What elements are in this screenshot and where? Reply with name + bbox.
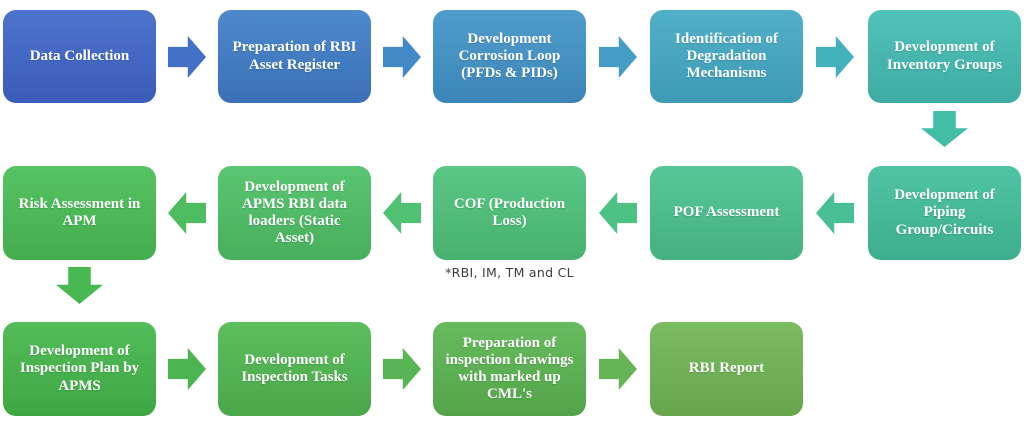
arrow-right-icon [383, 36, 421, 78]
node-pof-assessment: POF Assessment [650, 166, 803, 260]
node-label: Preparation of inspection drawings with … [445, 334, 574, 403]
node-corrosion-loop: Development Corrosion Loop (PFDs & PIDs) [433, 10, 586, 103]
arrow-right-icon [168, 348, 206, 390]
arrow-left-icon [599, 192, 637, 234]
node-label: Identification of Degradation Mechanisms [675, 30, 778, 82]
node-label: Development of APMS RBI data loaders (St… [241, 178, 347, 247]
arrow-right-icon [599, 348, 637, 390]
node-inspection-tasks: Development of Inspection Tasks [218, 322, 371, 416]
arrow-right-icon [599, 36, 637, 78]
arrow-left-icon [168, 192, 206, 234]
node-label: Development Corrosion Loop (PFDs & PIDs) [458, 30, 561, 82]
node-label: POF Assessment [673, 204, 780, 221]
node-rbi-report: RBI Report [650, 322, 803, 416]
node-label: COF (Production Loss) [453, 195, 566, 229]
cof-footnote: *RBI, IM, TM and CL [445, 265, 574, 280]
node-label: Development of Piping Group/Circuits [894, 187, 995, 238]
arrow-right-icon [168, 36, 206, 78]
node-cof-production-loss: COF (Production Loss) [433, 166, 586, 260]
node-degradation-mechanisms: Identification of Degradation Mechanisms [650, 10, 803, 103]
node-label: Data Collection [29, 47, 130, 64]
node-label: Preparation of RBI Asset Register [232, 39, 357, 73]
arrow-down-icon [921, 111, 968, 147]
node-label: Development of Inventory Groups [886, 39, 1003, 73]
arrow-down-icon [56, 267, 103, 304]
node-risk-assessment-apm: Risk Assessment in APM [3, 166, 156, 260]
node-piping-groups: Development of Piping Group/Circuits [868, 166, 1021, 260]
arrow-left-icon [383, 192, 421, 234]
node-data-collection: Data Collection [3, 10, 156, 103]
arrow-left-icon [816, 192, 854, 234]
arrow-right-icon [383, 348, 421, 390]
node-inventory-groups: Development of Inventory Groups [868, 10, 1021, 103]
node-label: Development of Inspection Tasks [241, 351, 348, 385]
node-rbi-asset-register: Preparation of RBI Asset Register [218, 10, 371, 103]
node-apms-rbi-data-loaders: Development of APMS RBI data loaders (St… [218, 166, 371, 260]
node-inspection-drawings: Preparation of inspection drawings with … [433, 322, 586, 416]
arrow-right-icon [816, 36, 854, 78]
node-label: Development of Inspection Plan by APMS [19, 343, 140, 394]
node-inspection-plan-apms: Development of Inspection Plan by APMS [3, 322, 156, 416]
node-label: Risk Assessment in APM [18, 195, 141, 229]
node-label: RBI Report [688, 360, 765, 377]
